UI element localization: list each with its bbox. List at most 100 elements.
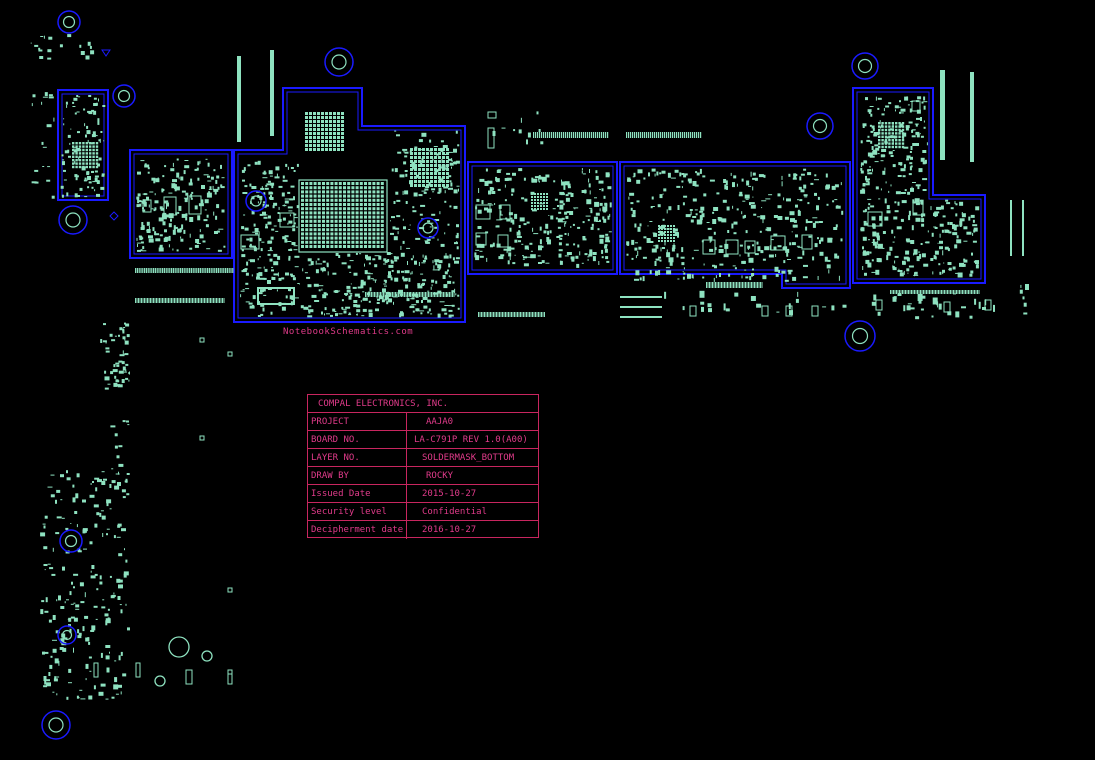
bga-pad — [434, 172, 437, 175]
component-pad — [867, 135, 870, 138]
component-pad — [387, 259, 390, 262]
component-pad — [284, 238, 288, 243]
bga-pad — [878, 128, 881, 132]
bga-pad — [78, 159, 82, 162]
component-pad — [532, 227, 534, 232]
component-pad — [948, 231, 952, 234]
component-pad — [880, 160, 884, 162]
component-pad — [93, 685, 96, 690]
connector-pin — [551, 132, 553, 138]
connector-pin — [709, 282, 710, 288]
component-pad — [930, 206, 932, 211]
component-pad — [890, 128, 894, 131]
component-pad — [454, 288, 456, 293]
bga-pad — [534, 193, 536, 195]
component-pad — [451, 166, 452, 169]
component-pad — [862, 236, 867, 241]
component-pad — [518, 129, 522, 134]
connector-pin — [658, 132, 660, 138]
component-pad — [804, 196, 808, 198]
component-pad — [258, 272, 263, 277]
bga-pad — [422, 184, 425, 187]
component-pad — [243, 167, 246, 172]
component-pad — [451, 304, 455, 307]
component-pad — [871, 271, 877, 273]
connector-pin — [196, 268, 198, 273]
bga-pad — [372, 240, 376, 244]
component-pad — [487, 180, 489, 185]
component-pad — [189, 247, 193, 250]
component-pad — [895, 191, 901, 195]
bga-pad — [359, 245, 363, 248]
component-pad — [282, 175, 285, 179]
connector-pin — [731, 282, 733, 288]
small-part-outline — [135, 662, 141, 678]
component-pad — [637, 226, 641, 232]
component-pad — [270, 236, 274, 240]
bga-pad — [347, 245, 351, 248]
component-pad — [71, 581, 73, 585]
bga-pad — [317, 186, 321, 190]
connector-pin — [378, 292, 380, 297]
component-pad — [539, 226, 542, 231]
component-pad — [883, 108, 885, 112]
bga-pad — [543, 199, 545, 201]
component-pad — [747, 245, 751, 249]
component-pad — [270, 182, 275, 186]
connector-pin — [181, 268, 183, 273]
component-pad — [412, 255, 414, 259]
component-pad — [349, 271, 352, 273]
component-pad — [713, 207, 719, 211]
component-pad — [346, 285, 351, 289]
connector-pin — [523, 312, 524, 317]
component-pad — [816, 205, 819, 211]
bga-pad — [446, 156, 449, 159]
component-pad — [758, 174, 764, 178]
component-pad — [922, 178, 928, 181]
bga-pad — [426, 148, 429, 151]
component-pad — [444, 200, 447, 203]
component-pad — [926, 142, 928, 146]
component-pad — [555, 217, 558, 220]
component-pad — [923, 96, 926, 101]
component-pad — [536, 111, 539, 115]
component-pad — [201, 185, 205, 189]
component-pad — [420, 160, 423, 163]
bga-pad — [301, 190, 304, 194]
bga-pad — [313, 215, 317, 219]
component-pad — [404, 170, 408, 172]
bga-pad — [442, 176, 445, 179]
component-pad — [485, 231, 489, 234]
connector-pin — [915, 290, 917, 294]
component-pad — [637, 169, 643, 174]
component-pad — [85, 55, 90, 60]
connector-pin — [575, 132, 577, 138]
component-pad — [507, 246, 512, 252]
bga-pad — [309, 140, 312, 143]
component-pad — [425, 171, 428, 174]
connector-pin — [198, 268, 200, 273]
connector-pin — [142, 298, 144, 303]
component-pad — [894, 210, 899, 213]
bga-pad — [334, 198, 338, 202]
component-pad — [252, 295, 256, 300]
component-pad — [558, 253, 562, 258]
title-block-value: SOLDERMASK_BOTTOM — [422, 453, 515, 463]
component-pad — [78, 148, 81, 152]
connector-pin — [680, 132, 682, 138]
component-pad — [543, 230, 547, 234]
component-pad — [906, 240, 911, 243]
component-pad — [177, 228, 182, 233]
component-pad — [456, 185, 460, 187]
component-pad — [931, 232, 934, 237]
bga-pad — [372, 194, 376, 198]
bga-pad — [89, 155, 92, 158]
component-pad — [508, 252, 512, 257]
bga-pad — [418, 180, 421, 183]
component-pad — [159, 234, 163, 237]
component-pad — [492, 242, 495, 247]
bga-pad — [364, 215, 367, 219]
connector-pin — [917, 290, 918, 294]
bga-pad — [333, 116, 336, 119]
bga-pad — [301, 186, 304, 190]
